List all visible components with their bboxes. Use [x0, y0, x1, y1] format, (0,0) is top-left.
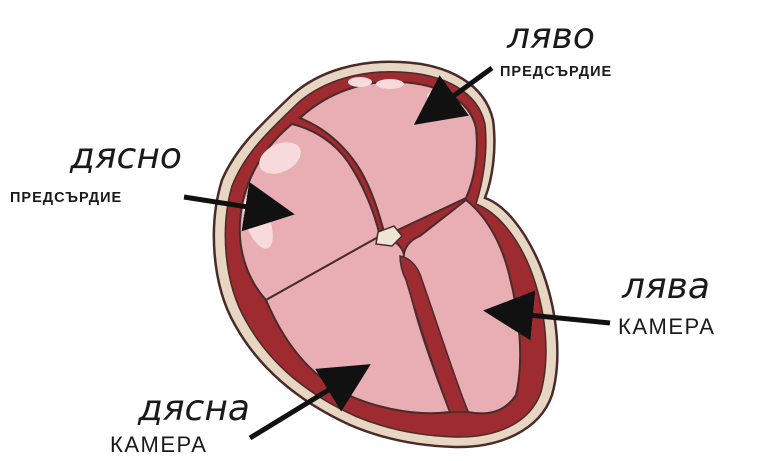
highlight-left-atrium-2 [376, 79, 404, 89]
label-left-ventricle-sub: КАМЕРА [618, 314, 715, 339]
highlight-left-atrium [348, 77, 372, 87]
highlight-left-atrium-3 [427, 91, 443, 101]
label-right-atrium-main: дясно [69, 136, 182, 177]
label-left-ventricle-main: лява [621, 266, 710, 307]
label-right-ventricle-sub: КАМЕРА [110, 432, 207, 457]
label-right-ventricle-main: дясна [137, 388, 250, 429]
label-left-atrium-sub: ПРЕДСЪРДИЕ [500, 64, 612, 80]
label-right-atrium-sub: ПРЕДСЪРДИЕ [10, 190, 122, 206]
label-left-atrium-main: ляво [506, 16, 595, 57]
